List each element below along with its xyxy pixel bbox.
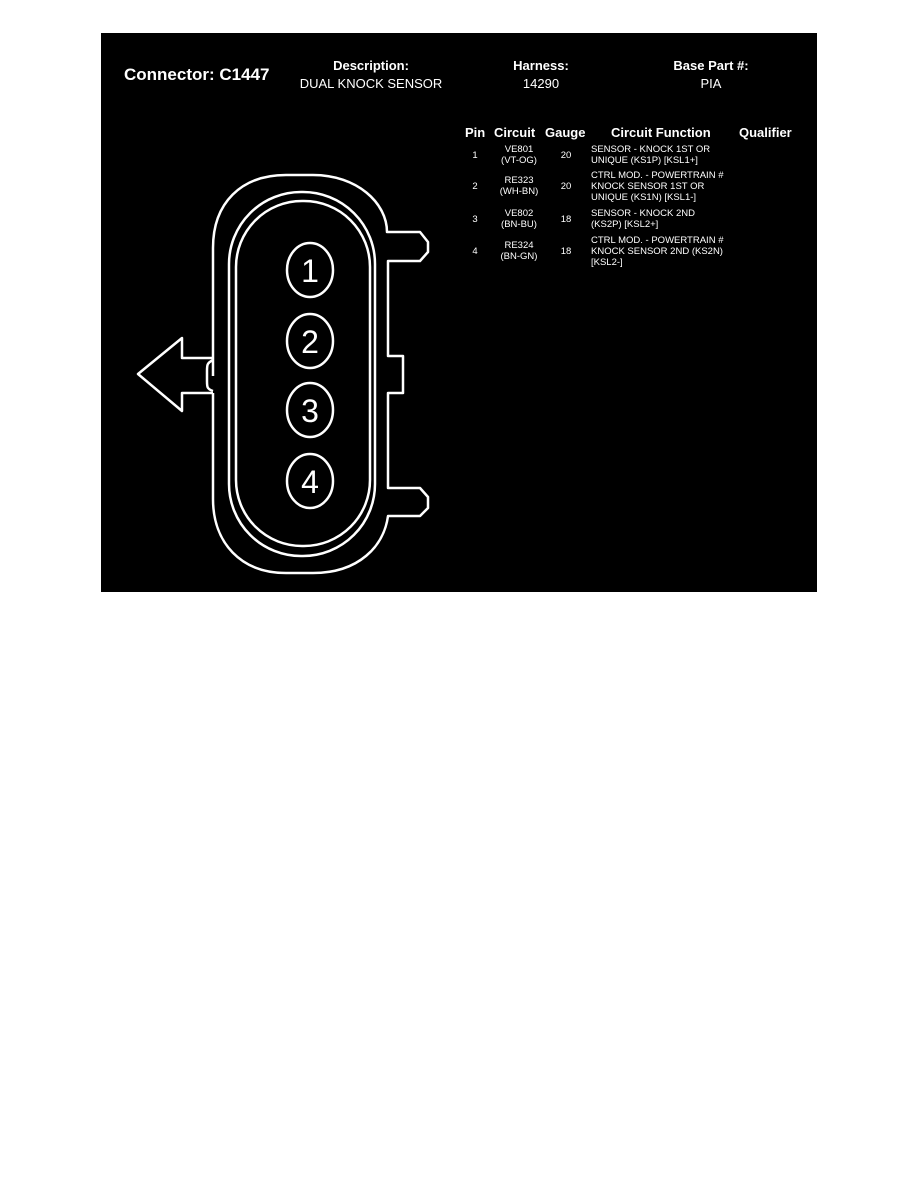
pin-3-label: 3 (301, 393, 319, 429)
connector-face-drawing: 1 2 3 4 (136, 173, 430, 575)
connector-housing-outline (211, 173, 430, 575)
function-line: UNIQUE (KS1P) [KSL1+] (591, 155, 698, 166)
header-circuit-function: Circuit Function (611, 125, 711, 140)
pin-number: 2 (472, 181, 478, 192)
connector-shroud-outline (227, 190, 377, 558)
gauge: 18 (560, 214, 572, 225)
pin-number: 3 (472, 214, 478, 225)
pin-2-circle (285, 312, 335, 370)
circuit-code: RE324 (504, 240, 534, 251)
gauge: 20 (560, 150, 572, 161)
circuit-color: (BN-GN) (500, 251, 538, 262)
circuit-code: VE802 (504, 208, 534, 219)
function-line: KNOCK SENSOR 2ND (KS2N) (591, 246, 723, 257)
connector-title: Connector: C1447 (124, 65, 270, 84)
function-line: CTRL MOD. - POWERTRAIN # (591, 235, 724, 246)
circuit-code: VE801 (504, 144, 534, 155)
pin-4-label: 4 (301, 464, 319, 500)
circuit-color: (VT-OG) (501, 155, 537, 166)
function-line: SENSOR - KNOCK 1ST OR (591, 144, 711, 155)
harness-value: 14290 (522, 76, 560, 91)
function-line: UNIQUE (KS1N) [KSL1-] (591, 192, 697, 203)
function-line: KNOCK SENSOR 1ST OR (591, 181, 705, 192)
base-part-label: Base Part #: (673, 58, 749, 73)
circuit-color: (WH-BN) (499, 186, 539, 197)
gauge: 20 (560, 181, 572, 192)
function-line: (KS2P) [KSL2+] (591, 219, 659, 230)
pin-3-circle (285, 381, 335, 439)
header-pin: Pin (465, 125, 486, 140)
connector-cavity-outline (234, 199, 372, 548)
circuit-code: RE323 (504, 175, 534, 186)
function-line: [KSL2-] (591, 257, 623, 268)
arrow-left-icon (136, 336, 213, 413)
description-value: DUAL KNOCK SENSOR (299, 76, 443, 91)
lock-bump (205, 358, 214, 393)
header-gauge: Gauge (545, 125, 586, 140)
pin-number: 1 (472, 150, 478, 161)
pin-2-label: 2 (301, 324, 319, 360)
pin-1-label: 1 (301, 253, 319, 289)
connector-panel: Connector: C1447 Description: DUAL KNOCK… (101, 33, 817, 592)
function-line: CTRL MOD. - POWERTRAIN # (591, 170, 724, 181)
pin-number: 4 (472, 246, 478, 257)
gauge: 18 (560, 246, 572, 257)
header-circuit: Circuit (494, 125, 536, 140)
base-part-value: PIA (700, 76, 722, 91)
header-qualifier: Qualifier (739, 125, 792, 140)
function-line: SENSOR - KNOCK 2ND (591, 208, 695, 219)
pin-1-circle (285, 241, 335, 299)
description-label: Description: (333, 58, 409, 73)
pin-4-circle (285, 452, 335, 510)
circuit-color: (BN-BU) (501, 219, 537, 230)
harness-label: Harness: (513, 58, 569, 73)
